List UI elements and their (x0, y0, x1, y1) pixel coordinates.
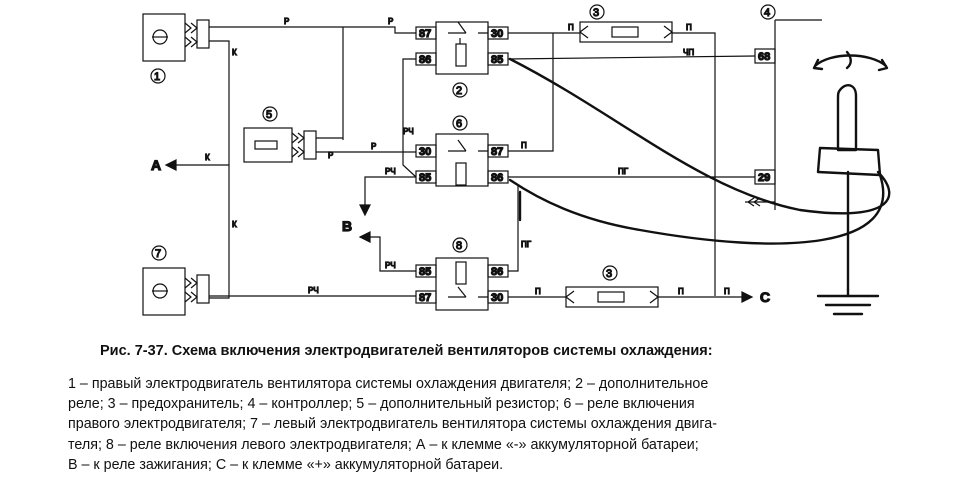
relay2-pin-86: 86 (419, 54, 431, 66)
controller (745, 19, 822, 210)
wire-label-p: П (535, 287, 541, 296)
controller-pin-29: 29 (758, 172, 770, 184)
wire-label-r: Р (284, 17, 289, 26)
figure-legend: 1 – правый электродвигатель вентилятора … (68, 374, 898, 475)
additional-resistor (243, 127, 317, 163)
wire-label-chp: ЧП (683, 48, 694, 57)
label-3-bottom: 3 (606, 268, 612, 280)
relay6-pin-87: 87 (491, 146, 503, 158)
endpoint-a: A (151, 157, 161, 173)
wire-label-k: К (232, 48, 237, 57)
legend-line: В – к реле зажигания; С – к клемме «+» а… (68, 456, 504, 473)
label-4: 4 (764, 7, 770, 19)
legend-line: теля; 8 – реле включения левого электрод… (68, 436, 699, 453)
relay2-pin-85: 85 (491, 54, 503, 66)
relay8-pin-30: 30 (491, 292, 503, 304)
relay-8-left-motor (415, 257, 509, 311)
label-6: 6 (456, 118, 462, 130)
relay8-pin-86: 86 (491, 266, 503, 278)
label-3-top: 3 (593, 7, 599, 19)
wire-label-k: К (205, 153, 210, 162)
relay2-pin-30: 30 (491, 28, 503, 40)
relay6-pin-86: 86 (491, 172, 503, 184)
controller-pin-68: 68 (758, 51, 770, 63)
endpoint-c: C (760, 289, 770, 305)
label-5: 5 (266, 109, 272, 121)
wire-label-k: К (232, 220, 237, 229)
legend-line: реле; 3 – предохранитель; 4 – контроллер… (68, 396, 695, 413)
relay8-pin-85: 85 (419, 266, 431, 278)
left-fan-motor (142, 267, 210, 316)
wire-label-r: Р (328, 151, 333, 160)
wire-label-p: П (568, 23, 574, 32)
right-fan-motor (142, 13, 210, 62)
label-1: 1 (154, 71, 160, 83)
relay6-pin-85: 85 (419, 172, 431, 184)
wire-label-rch: РЧ (308, 286, 319, 295)
label-8: 8 (456, 240, 462, 252)
wire-label-p: П (686, 23, 692, 32)
endpoint-b: B (342, 218, 352, 234)
wire-label-p: П (724, 287, 730, 296)
relay8-pin-87: 87 (419, 292, 431, 304)
label-7: 7 (155, 248, 161, 260)
figure-caption: Рис. 7-37. Схема включения электродвигат… (100, 343, 713, 359)
wire-label-pg: ПГ (521, 240, 532, 249)
relay6-pin-30: 30 (419, 146, 431, 158)
wire-label-p: П (521, 141, 527, 150)
fuse-top (579, 21, 673, 43)
wires (164, 26, 756, 303)
wire-label-pg: ПГ (618, 167, 629, 176)
label-2: 2 (456, 85, 462, 97)
wire-label-rch: РЧ (385, 167, 396, 176)
wire-label-rch: РЧ (385, 261, 396, 270)
legend-line: правого электродвигателя; 7 – левый элек… (68, 416, 717, 433)
wiring-diagram: 1 7 5 87 86 30 85 2 (142, 4, 891, 316)
hand-drawn-overlay (508, 50, 891, 316)
legend-line: 1 – правый электродвигатель вентилятора … (68, 376, 709, 392)
wire-label-r: Р (371, 142, 376, 151)
wire-label-p: П (678, 287, 684, 296)
fuse-bottom (565, 286, 659, 308)
wire-label-rch: РЧ (403, 127, 414, 136)
wire-label-r: Р (388, 17, 393, 26)
relay2-pin-87: 87 (419, 28, 431, 40)
